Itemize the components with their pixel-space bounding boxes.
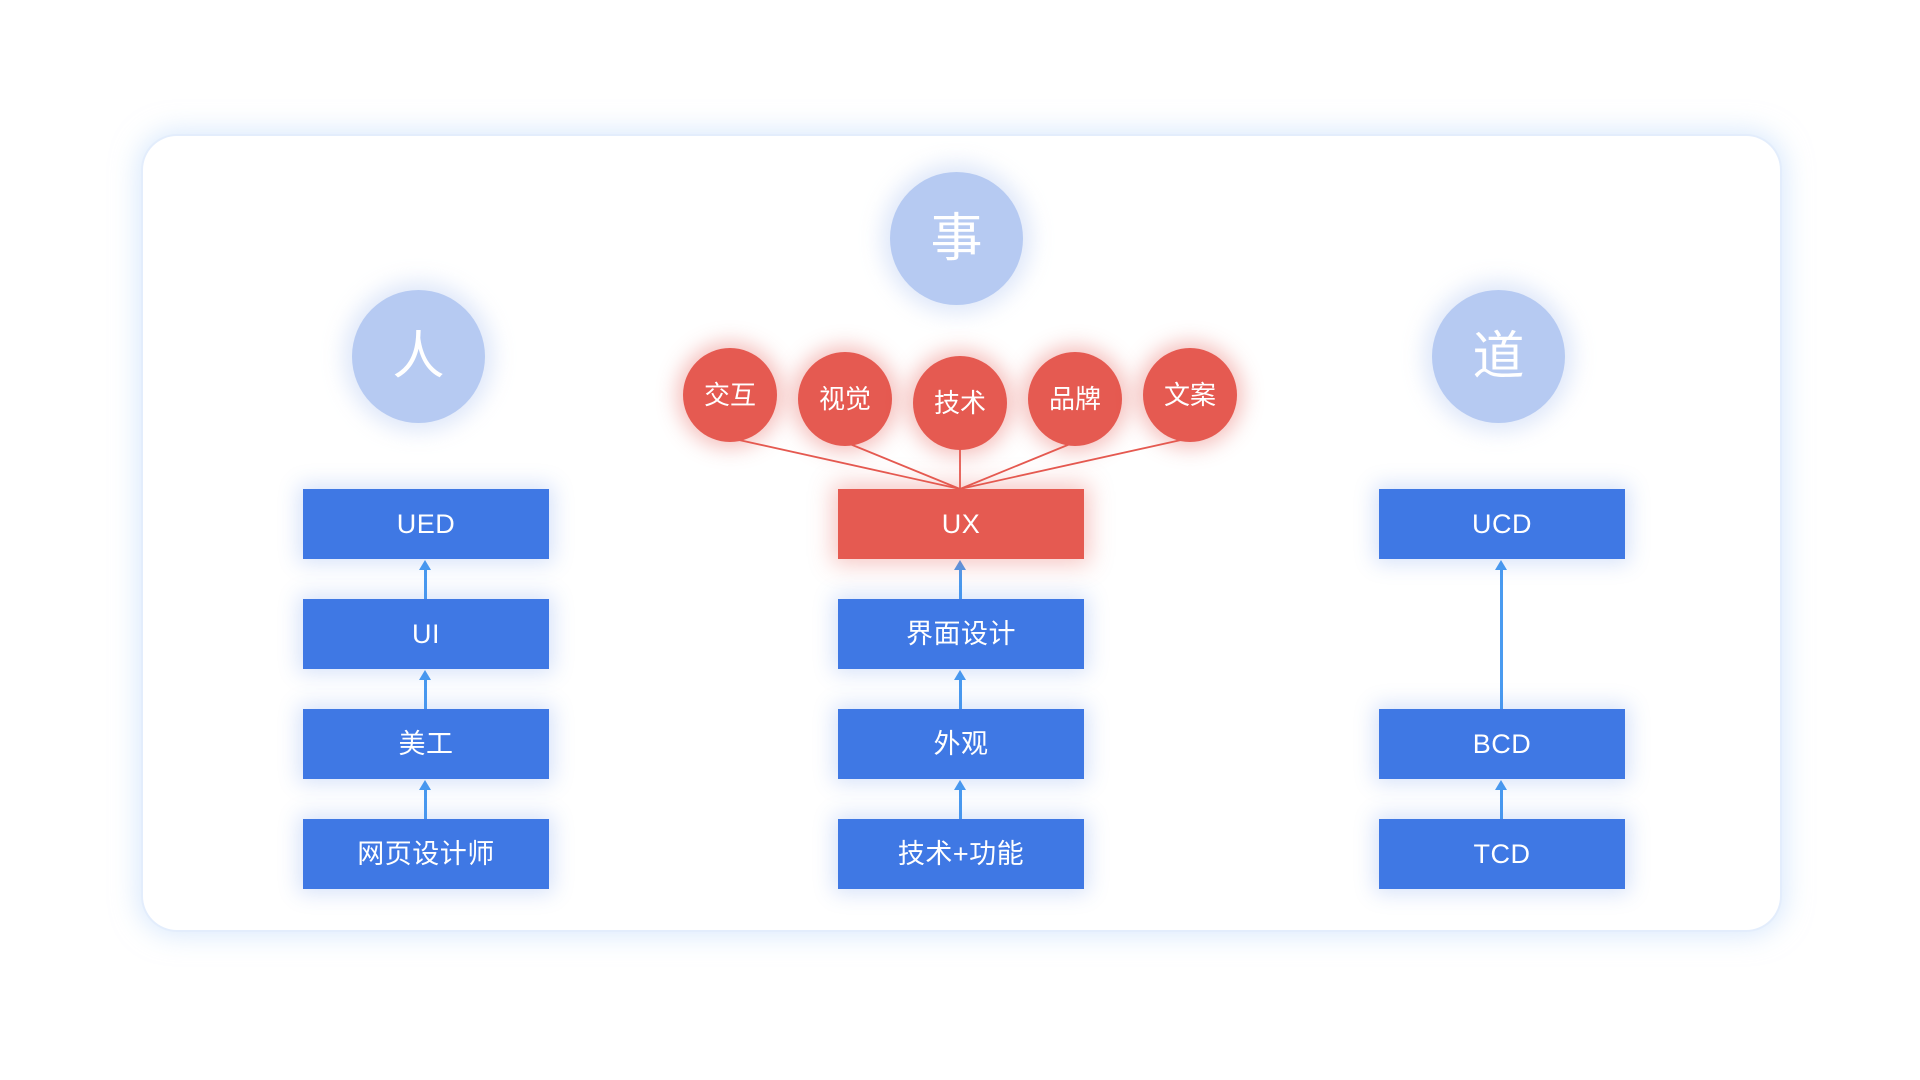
skill-circle-technology[interactable]: 技术 xyxy=(913,356,1007,450)
node-ui[interactable]: UI xyxy=(303,599,549,669)
arrow-webdesign-to-meigong xyxy=(413,780,439,829)
arrow-bcd-to-ucd xyxy=(1489,560,1515,719)
node-webdesign[interactable]: 网页设计师 xyxy=(303,819,549,889)
heading-circle-shi: 事 xyxy=(890,172,1023,305)
arrow-techfunc-to-appearance xyxy=(948,780,974,829)
node-techfunc[interactable]: 技术+功能 xyxy=(838,819,1084,889)
node-ux[interactable]: UX xyxy=(838,489,1084,559)
arrow-uidesign-to-ux xyxy=(948,560,974,609)
node-uidesign[interactable]: 界面设计 xyxy=(838,599,1084,669)
node-ucd[interactable]: UCD xyxy=(1379,489,1625,559)
arrow-meigong-to-ui xyxy=(413,670,439,719)
node-ued[interactable]: UED xyxy=(303,489,549,559)
heading-circle-dao: 道 xyxy=(1432,290,1565,423)
arrow-ui-to-ued xyxy=(413,560,439,609)
node-appearance[interactable]: 外观 xyxy=(838,709,1084,779)
skill-circle-visual[interactable]: 视觉 xyxy=(798,352,892,446)
skill-circle-interaction[interactable]: 交互 xyxy=(683,348,777,442)
heading-circle-ren: 人 xyxy=(352,290,485,423)
skill-circle-brand[interactable]: 品牌 xyxy=(1028,352,1122,446)
arrow-appearance-to-uidesign xyxy=(948,670,974,719)
arrow-tcd-to-bcd xyxy=(1489,780,1515,829)
skill-circle-copywriting[interactable]: 文案 xyxy=(1143,348,1237,442)
node-tcd[interactable]: TCD xyxy=(1379,819,1625,889)
node-bcd[interactable]: BCD xyxy=(1379,709,1625,779)
node-meigong[interactable]: 美工 xyxy=(303,709,549,779)
